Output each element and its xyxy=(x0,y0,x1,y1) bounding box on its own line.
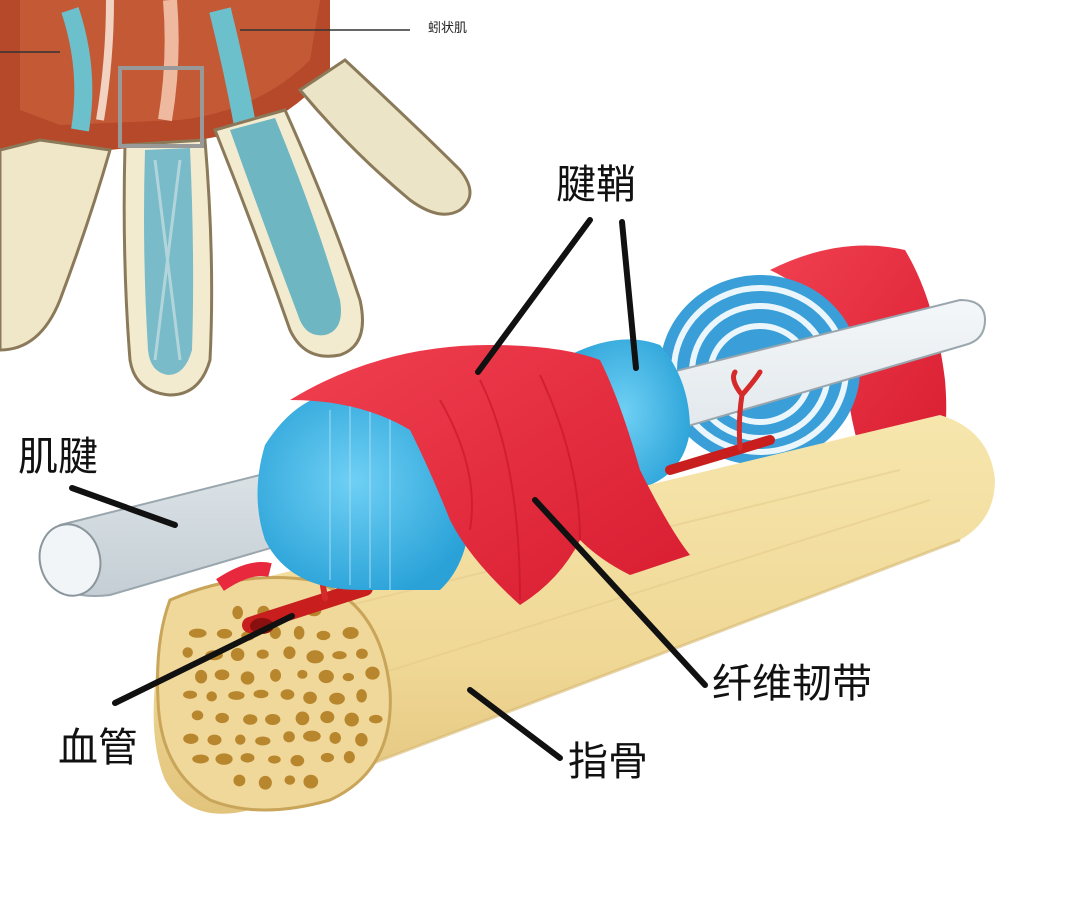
bone-pore xyxy=(235,734,246,745)
bone-pore xyxy=(255,736,271,746)
bone-pore xyxy=(191,710,204,721)
finger-cross-section xyxy=(38,217,996,814)
leader-fibrous-ligament xyxy=(532,497,708,688)
little-finger xyxy=(297,58,472,216)
bone-pore xyxy=(256,649,269,659)
leader-tendon xyxy=(69,485,178,528)
bone-pore xyxy=(240,753,255,763)
bone-pore xyxy=(329,692,345,705)
bone-pore xyxy=(293,625,305,640)
bone-pore xyxy=(215,712,229,724)
bone-pore xyxy=(343,750,355,764)
bone-pore xyxy=(344,712,359,727)
bone-pore xyxy=(320,710,335,724)
leader-phalanx xyxy=(467,687,563,761)
bone-pore xyxy=(182,647,193,658)
bone-pore xyxy=(342,673,355,682)
bone-pore xyxy=(240,671,255,685)
bone-pore xyxy=(290,755,305,767)
bone-pore xyxy=(265,713,281,725)
highlight-box xyxy=(118,66,204,148)
bone-pore xyxy=(369,714,383,724)
bone-pore xyxy=(214,669,230,681)
bone-pore xyxy=(303,730,321,742)
bone-pore xyxy=(228,691,245,700)
bone-pore xyxy=(195,669,208,684)
bone-pore xyxy=(303,774,319,789)
bone-pore xyxy=(284,775,296,785)
label-fibrous-ligament: 纤维韧带 xyxy=(712,661,872,707)
bone-pore xyxy=(318,669,334,684)
label-phalanx: 指骨 xyxy=(568,739,648,785)
bone-pores xyxy=(182,605,383,790)
hand-illustration xyxy=(0,0,472,397)
bone-pore xyxy=(215,753,233,765)
bone-pore xyxy=(365,666,380,680)
bone-pore xyxy=(320,752,335,763)
bone-pore xyxy=(192,754,209,764)
bone-pore xyxy=(243,714,258,725)
ligament-band-front xyxy=(290,345,690,605)
bone-pore xyxy=(280,689,295,700)
bone-pore xyxy=(232,605,243,620)
bone-pore xyxy=(183,733,199,744)
label-tendon: 肌腱 xyxy=(18,434,98,480)
left-finger xyxy=(0,138,112,352)
bone-pore xyxy=(268,755,281,764)
bone-pore xyxy=(356,689,367,703)
bone-pore xyxy=(253,689,269,699)
bone-pore xyxy=(332,651,347,660)
bone-pore xyxy=(303,691,317,704)
bone-pore xyxy=(207,734,222,746)
bone-pore xyxy=(270,668,282,682)
bone-pore xyxy=(306,650,324,664)
bone-pore xyxy=(329,731,341,744)
bone-pore xyxy=(230,647,245,661)
label-lumbrical: 蚓状肌 xyxy=(428,21,468,36)
bone-pore xyxy=(283,731,295,743)
bone-pore xyxy=(355,732,368,747)
bone-pore xyxy=(188,628,207,638)
bone-pore xyxy=(183,690,198,699)
bone-pore xyxy=(356,648,368,659)
bone-pore xyxy=(342,627,359,639)
leader-blood-vessel xyxy=(112,613,295,706)
bone-pore xyxy=(316,630,331,641)
leader-tendon-sheath-1 xyxy=(475,217,593,375)
label-blood-vessel: 血管 xyxy=(58,725,138,771)
label-tendon-sheath: 腱鞘 xyxy=(556,162,636,208)
bone-pore xyxy=(283,646,296,659)
bone-pore xyxy=(258,775,272,790)
bone-pore xyxy=(216,628,233,639)
bone-pore xyxy=(233,774,246,787)
bone-pore xyxy=(295,711,310,726)
leader-lines xyxy=(69,217,708,761)
bone-pore xyxy=(297,669,308,679)
leader-tendon-sheath-2 xyxy=(619,219,639,371)
bone-pore xyxy=(206,691,217,702)
